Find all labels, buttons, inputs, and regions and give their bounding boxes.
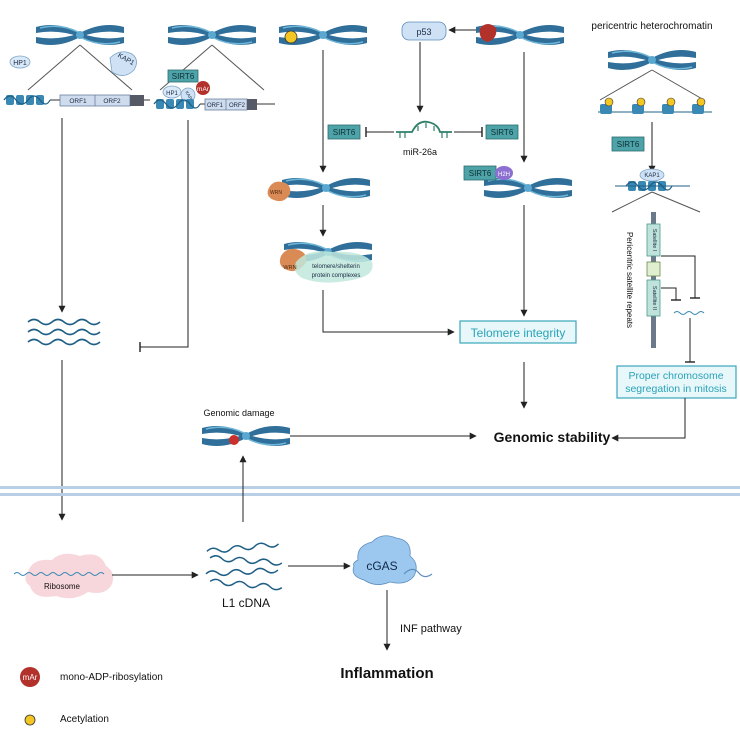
mar-icon	[479, 24, 497, 42]
hp1-label: HP1	[13, 60, 27, 67]
ribosome-icon	[25, 553, 114, 599]
chromosome-icon	[35, 24, 125, 46]
mir26a-label: miR-26a	[403, 147, 437, 157]
proper-line1: Proper chromosome	[628, 370, 723, 382]
orf1-b-label: ORF1	[207, 103, 224, 109]
sirt6-box	[327, 124, 361, 140]
legend-acetylation-icon	[24, 714, 36, 726]
mar-icon	[196, 81, 210, 95]
cgas-protein-icon	[352, 535, 417, 585]
sirt6-label: SIRT6	[172, 72, 195, 81]
sirt6-h2-label: SIRT6	[469, 169, 492, 178]
cgas-label: cGAS	[366, 559, 397, 573]
rna-wave-icon	[27, 318, 101, 346]
sirt6-inhibition-line	[140, 120, 189, 348]
nuclear-membrane	[0, 486, 740, 496]
dna-damage-icon	[229, 435, 239, 445]
nucleosome-icon	[3, 94, 51, 106]
kap1-small-label: KAP1	[184, 90, 194, 103]
orf1-label: ORF1	[69, 98, 87, 105]
sirt6-box	[167, 69, 199, 83]
orf2-b-label: ORF2	[229, 103, 246, 109]
proper-segregation-box	[616, 365, 737, 399]
legend-mar-label: mono-ADP-ribosylation	[60, 672, 163, 683]
orf2-label: ORF2	[103, 98, 121, 105]
sirt6-peri-label: SIRT6	[617, 140, 640, 149]
sirt6-box	[611, 136, 645, 152]
pericentric-repeats-label: Pericentric satellite repeats	[625, 232, 634, 328]
utr-box	[247, 99, 257, 110]
nucleosome-icon	[153, 98, 201, 110]
h2h-protein-icon	[495, 166, 513, 180]
satellite1-label: Satellite I	[651, 229, 657, 252]
genomic-stability-label: Genomic stability	[494, 429, 611, 445]
pericentric-title: pericentric heterochromatin	[591, 21, 712, 32]
sirt6-left-label: SIRT6	[333, 128, 356, 137]
telomere-integrity-box	[459, 320, 577, 344]
chromosome-icon	[201, 425, 291, 447]
l1-cdna-label: L1 cDNA	[222, 596, 270, 610]
mar-label: mAr	[197, 86, 210, 93]
wrn-label: WRN	[283, 265, 296, 271]
hairpin-rna-icon	[396, 120, 452, 138]
satellite-1-box	[646, 223, 661, 257]
wrn-top-label: WRN	[270, 190, 282, 196]
satellite2-label: Satellite II	[651, 286, 657, 311]
p53-label: p53	[416, 27, 431, 37]
kap1-protein-icon	[109, 51, 137, 76]
chromosome-icon	[167, 24, 257, 46]
rna-wave-icon	[673, 311, 705, 315]
acetylation-icon	[284, 30, 298, 44]
wrn-protein-icon	[267, 181, 291, 202]
legend-mar-icon	[20, 667, 40, 687]
legend-acetylation-label: Acetylation	[60, 714, 109, 725]
ribosome-label: Ribosome	[44, 582, 81, 591]
genomic-damage-label: Genomic damage	[203, 408, 274, 418]
sirt6-box	[485, 124, 519, 140]
legend-mar-symbol: mAr	[23, 673, 38, 682]
chromosome-icon	[607, 49, 697, 71]
proper-line2: segregation in mitosis	[625, 383, 727, 395]
shelterin-line1: telomere/shelterin	[312, 264, 360, 270]
telomere-integrity-label: Telomere integrity	[471, 326, 566, 340]
inf-pathway-label: INF pathway	[400, 623, 462, 635]
hp1-protein-icon	[9, 55, 31, 69]
utr-box	[130, 95, 144, 106]
inflammation-label: Inflammation	[340, 665, 433, 682]
hp1-protein-icon	[162, 85, 182, 99]
kap1-peri-label: KAP1	[644, 173, 660, 179]
acetylated-nucleosomes	[598, 97, 712, 114]
sirt6-right-label: SIRT6	[491, 128, 514, 137]
satellite-2-box	[646, 279, 661, 317]
chromosome-icon	[483, 177, 573, 199]
h2h-label: H2H	[498, 172, 510, 178]
l1-cdna-icon	[205, 542, 283, 591]
shelterin-complex-icon	[294, 251, 373, 283]
p53-protein-icon	[401, 21, 447, 41]
hp1-small-label: HP1	[166, 91, 178, 97]
chromosome-icon	[281, 177, 371, 199]
shelterin-line2: protein complexes	[312, 273, 361, 279]
